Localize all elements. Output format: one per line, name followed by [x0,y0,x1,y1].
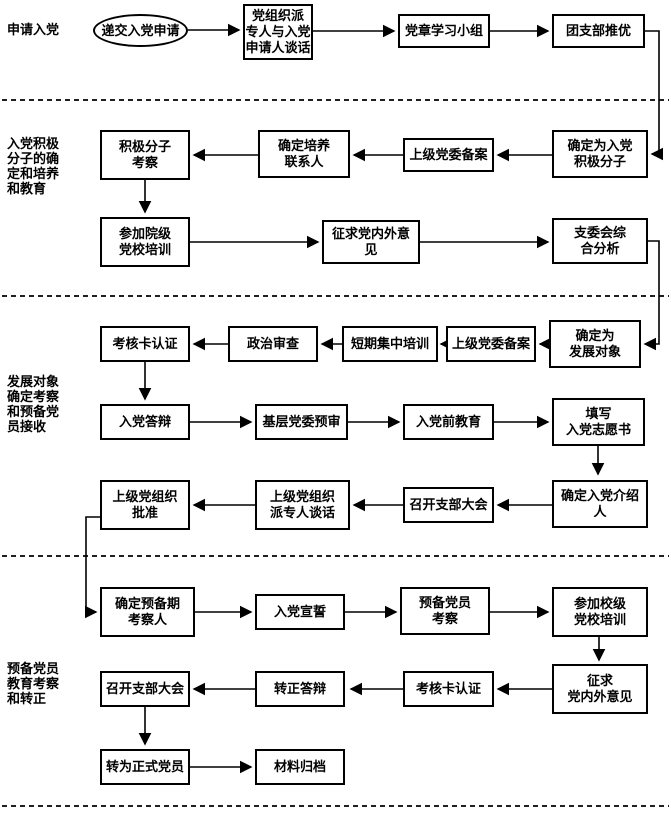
node-submit-application: 递交入党申请 [93,14,188,47]
node-solicit-opinions-1: 征求党内外意 见 [322,220,420,264]
node-pre-admission-education: 入党前教育 [403,404,494,440]
node-college-party-school: 参加院级 党校培训 [100,217,190,267]
node-constitution-study-group: 党章学习小组 [398,14,490,48]
flow-arrow [645,30,664,161]
node-league-recommendation: 团支部推优 [552,14,645,48]
node-higher-org-approval: 上级党组织 批准 [100,480,190,530]
node-university-party-school: 参加校级 党校培训 [552,587,648,637]
node-grassroots-preliminary-review: 基层党委预审 [255,404,348,440]
node-confirm-introducer: 确定入党介绍 人 [552,480,648,528]
node-branch-meeting-1: 召开支部大会 [403,487,494,523]
node-probationary-inspection: 预备党员 考察 [400,587,490,635]
node-confirm-development-object: 确定为 发展对象 [549,320,641,368]
node-assessment-card-1: 考核卡认证 [100,326,190,362]
node-committee-filing-1: 上级党委备案 [403,138,494,172]
section-label-apply: 申请入党 [7,22,60,37]
node-fill-application-form: 填写 入党志愿书 [552,398,645,446]
node-confirmation-defense: 转正答辩 [255,671,345,707]
node-admission-defense: 入党答辩 [100,404,190,440]
node-org-talk: 党组织派 专人与入党 申请人谈话 [243,4,313,60]
flow-arrow [84,516,100,619]
node-training-contact: 确定培养 联系人 [258,130,350,178]
node-confirm-activist: 确定为入党 积极分子 [552,130,648,178]
section-label-activist: 入党积极 分子的确 定和培养 和教育 [7,136,60,196]
node-committee-filing-2: 上级党委备案 [446,326,536,362]
node-probation-examiner: 确定预备期 考察人 [100,587,195,637]
node-archive: 材料归档 [255,749,345,785]
node-solicit-opinions-2: 征求 党内外意见 [552,664,648,714]
node-political-review: 政治审查 [228,326,318,362]
node-full-member: 转为正式党员 [100,749,190,785]
node-higher-org-talk: 上级党组织 派专人谈话 [255,480,350,530]
node-oath: 入党宣誓 [255,594,345,630]
section-label-development: 发展对象 确定考察 和预备党 员接收 [7,374,60,434]
node-branch-committee-analysis: 支委会综 合分析 [552,218,648,264]
flow-arrow [643,240,660,351]
node-assessment-card-2: 考核卡认证 [403,671,494,707]
node-short-term-training: 短期集中培训 [342,326,438,362]
section-label-probation: 预备党员 教育考察 和转正 [7,661,60,706]
node-branch-meeting-2: 召开支部大会 [100,671,190,707]
node-activist-inspection: 积极分子 考察 [100,130,190,180]
